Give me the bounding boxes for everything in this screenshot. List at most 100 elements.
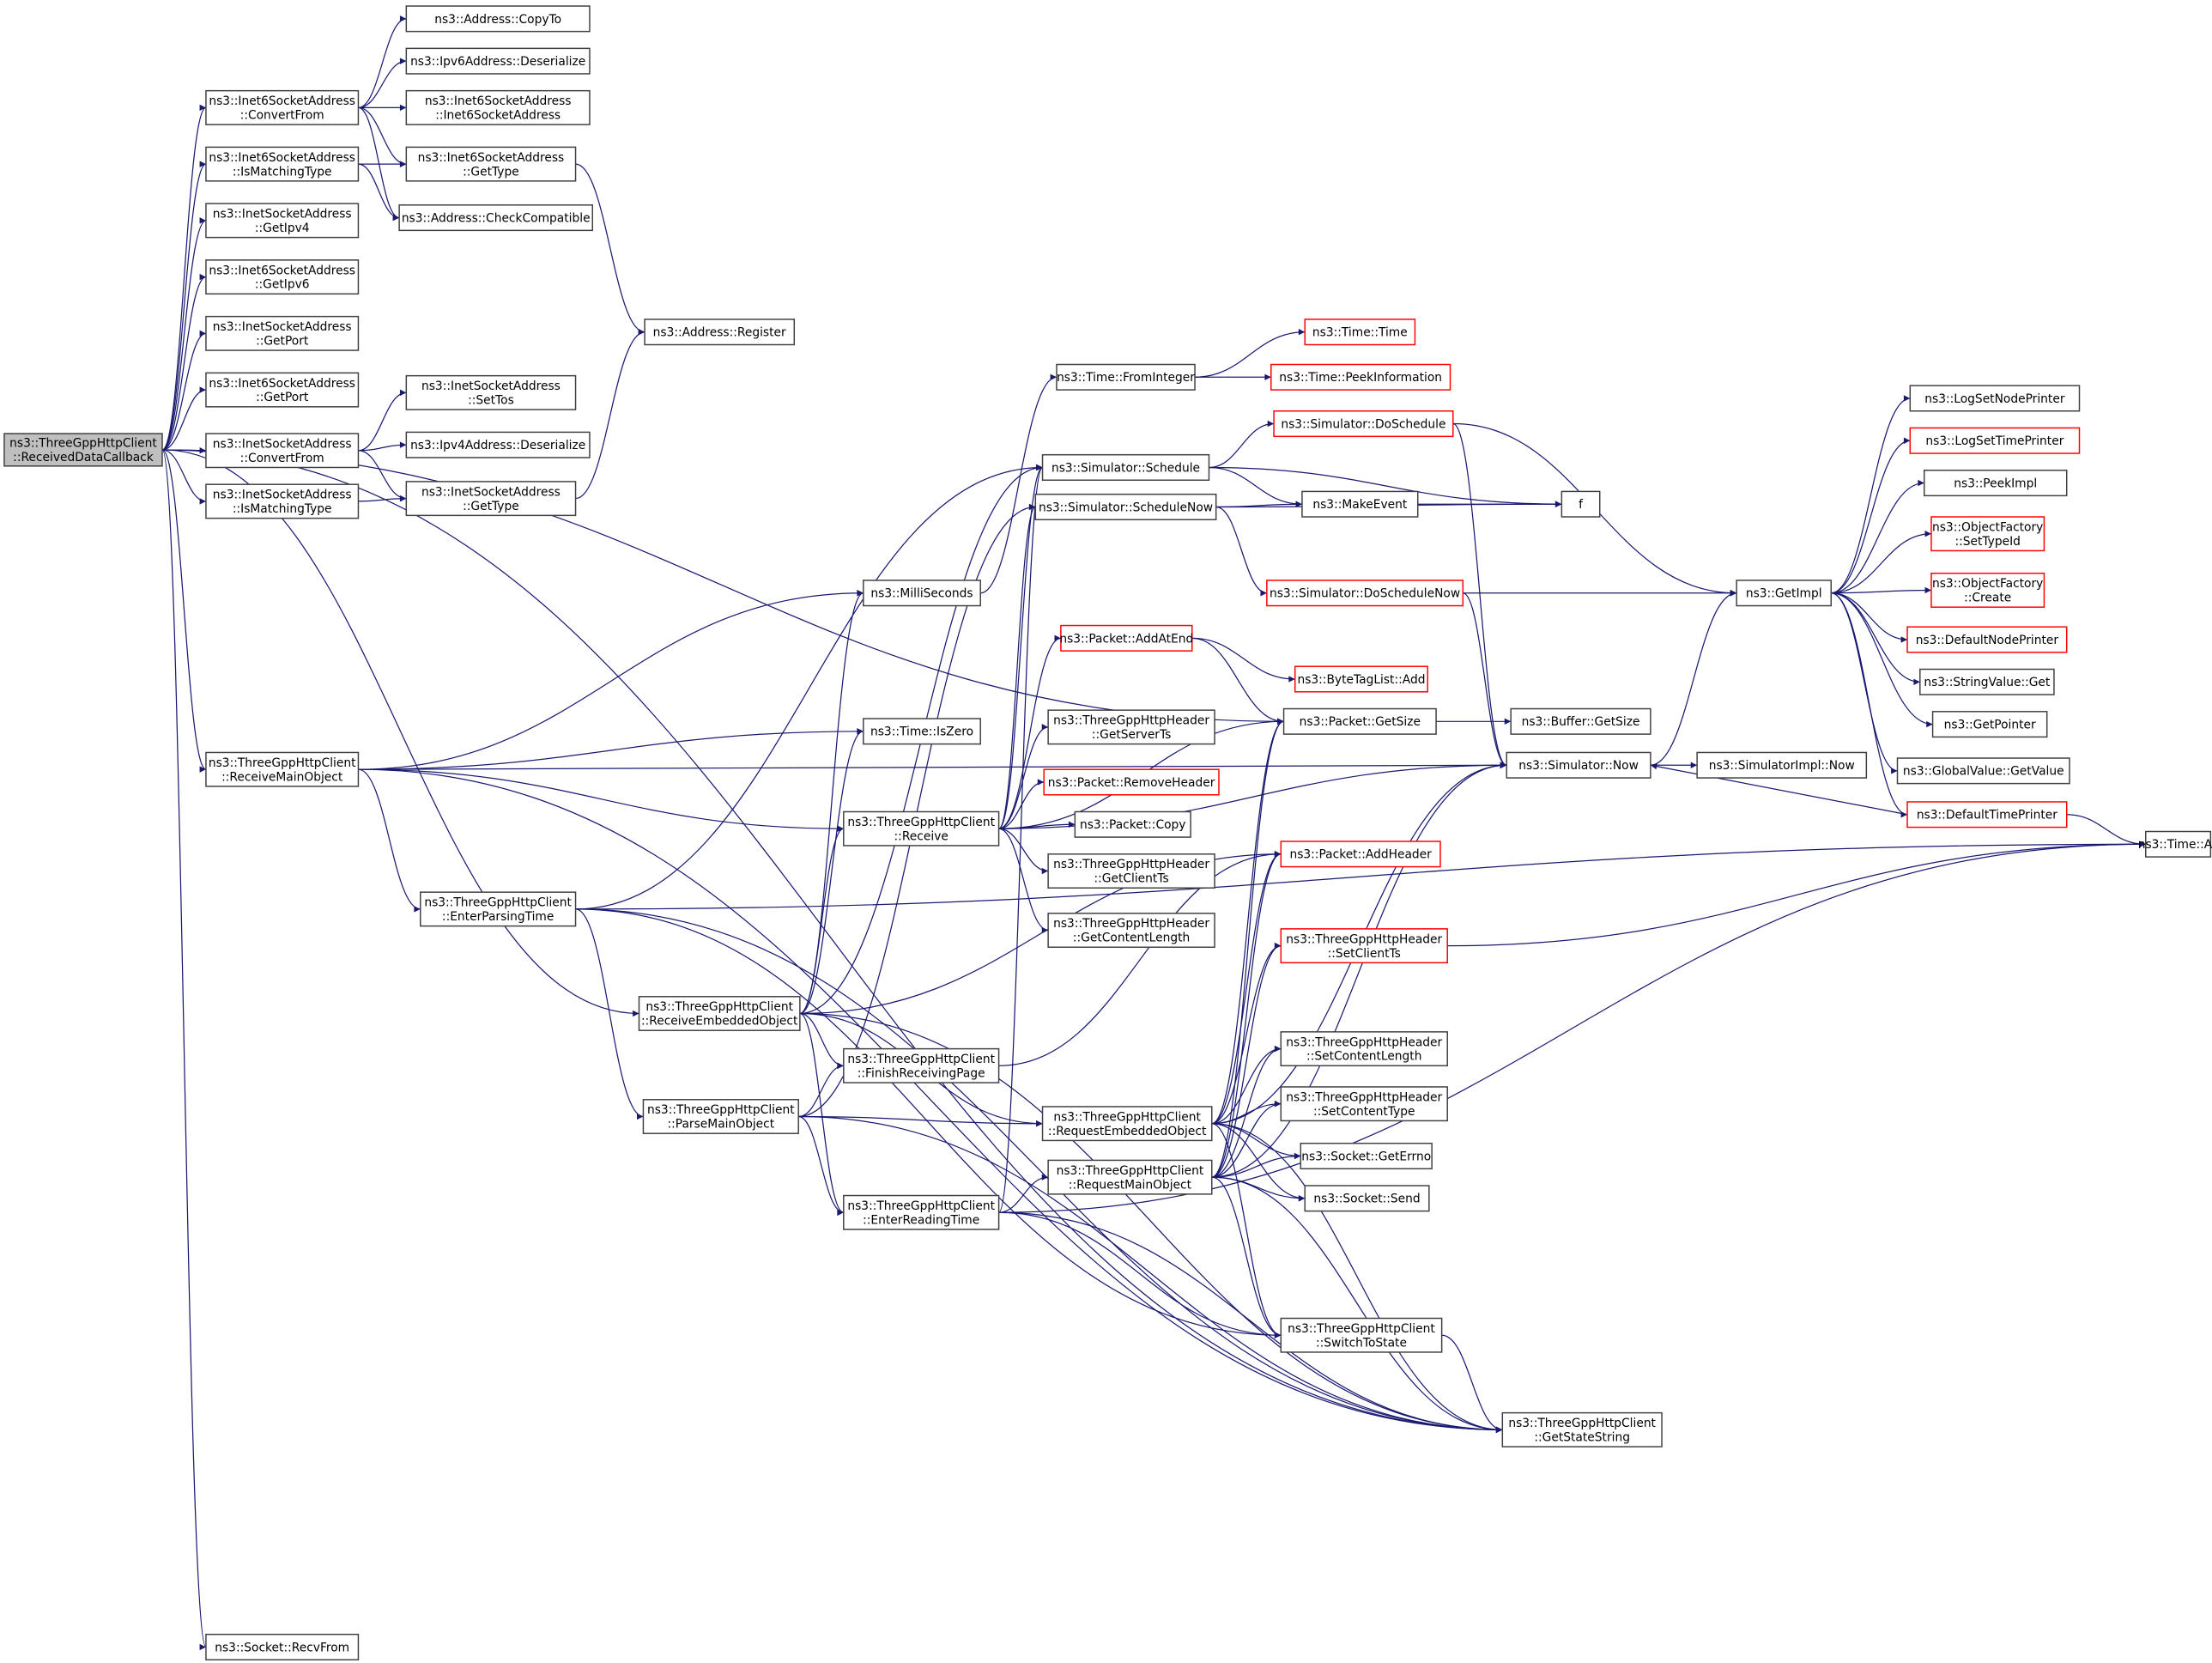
function-node[interactable]: ns3::Simulator::ScheduleNow [1034,493,1217,521]
function-node[interactable]: ns3::Inet6SocketAddress::Inet6SocketAddr… [405,89,591,125]
function-node[interactable]: ns3::Inet6SocketAddress::ConvertFrom [205,89,360,125]
function-node[interactable]: ns3::PeekImpl [1923,470,2068,497]
function-node[interactable]: ns3::InetSocketAddress::GetType [405,481,577,517]
function-node[interactable]: ns3::GetImpl [1736,580,1832,607]
function-node[interactable]: ns3::ThreeGppHttpClient::EnterParsingTim… [420,891,577,927]
function-node[interactable]: ns3::DefaultNodePrinter [1906,626,2068,653]
function-node[interactable]: f [1561,490,1601,518]
function-node[interactable]: ns3::Inet6SocketAddress::IsMatchingType [205,146,360,182]
function-node[interactable]: ns3::ThreeGppHttpHeader::GetClientTs [1047,853,1215,889]
call-edge [161,161,207,451]
function-node[interactable]: ns3::ThreeGppHttpClient::ReceiveEmbedded… [638,996,801,1031]
node-box [1304,1185,1430,1212]
function-node[interactable]: ns3::ObjectFactory::Create [1930,573,2045,608]
function-node[interactable]: ns3::Address::CheckCompatible [398,204,594,232]
function-node[interactable]: ns3::GetPointer [1931,711,2048,738]
node-label: ::ConvertFrom [240,452,324,465]
function-node[interactable]: ns3::InetSocketAddress::SetTos [405,374,577,410]
function-node[interactable]: ns3::MakeEvent [1301,490,1419,518]
call-edge [1211,1045,1282,1178]
function-node[interactable]: ns3::Socket::RecvFrom [205,1633,360,1660]
function-node[interactable]: ns3::Time::As [2138,830,2212,858]
call-edge [1211,1123,1306,1202]
function-node[interactable]: ns3::InetSocketAddress::ConvertFrom [205,433,360,469]
node-label: ns3::Inet6SocketAddress [209,377,355,391]
function-node[interactable]: ns3::InetSocketAddress::GetIpv4 [205,203,360,239]
node-label: ns3::Packet::AddAtEnd [1059,632,1193,646]
function-node[interactable]: ns3::Time::FromInteger [1056,363,1196,391]
function-node[interactable]: ns3::Socket::Send [1304,1185,1430,1212]
function-node[interactable]: ns3::ThreeGppHttpClient::ReceiveMainObje… [205,751,360,787]
function-node[interactable]: ns3::LogSetTimePrinter [1909,427,2081,454]
function-node[interactable]: ns3::ThreeGppHttpClient::SwitchToState [1280,1317,1443,1353]
node-box [1931,711,2048,738]
call-edge [799,728,864,1015]
function-node[interactable]: ns3::LogSetNodePrinter [1909,385,2081,412]
function-node[interactable]: ns3::Simulator::Schedule [1041,453,1210,482]
call-edge [575,464,1043,910]
function-node[interactable]: ns3::Buffer::GetSize [1510,707,1651,735]
function-node[interactable]: ns3::SimulatorImpl::Now [1696,751,1868,779]
node-box [1696,751,1868,779]
function-node[interactable]: ns3::ByteTagList::Add [1294,665,1428,693]
node-label: ::ReceiveEmbeddedObject [641,1015,798,1029]
node-box [1561,490,1601,518]
node-label: ns3::GlobalValue::GetValue [1903,765,2064,779]
node-label: ::SetClientTs [1328,947,1401,961]
call-edge [1191,637,1295,683]
function-node[interactable]: ns3::DefaultTimePrinter [1906,801,2068,828]
function-node[interactable]: ns3::Inet6SocketAddress::GetIpv6 [205,259,360,295]
function-node[interactable]: ns3::Ipv6Address::Deserialize [405,47,591,75]
function-node[interactable]: ns3::Packet::AddHeader [1280,841,1441,868]
function-node[interactable]: ns3::ObjectFactory::SetTypeId [1930,516,2045,552]
function-node[interactable]: ns3::ThreeGppHttpHeader::SetContentLengt… [1280,1031,1448,1067]
function-node[interactable]: ns3::Simulator::DoScheduleNow [1266,580,1464,607]
function-node[interactable]: ns3::ThreeGppHttpHeader::SetClientTs [1280,928,1448,964]
root-function-node[interactable]: ns3::ThreeGppHttpClient::ReceivedDataCal… [3,433,163,467]
node-box [2145,830,2212,858]
function-node[interactable]: ns3::Ipv4Address::Deserialize [405,431,591,458]
function-node[interactable]: ns3::ThreeGppHttpClient::RequestMainObje… [1047,1159,1213,1195]
function-node[interactable]: ns3::ThreeGppHttpHeader::GetContentLengt… [1047,913,1215,949]
function-node[interactable]: ns3::ThreeGppHttpClient::FinishReceiving… [843,1047,1000,1083]
function-node[interactable]: ns3::Simulator::DoSchedule [1273,410,1454,438]
call-edge [161,386,207,451]
function-node[interactable]: ns3::ThreeGppHttpClient::EnterReadingTim… [843,1194,1000,1230]
function-node[interactable]: ns3::MilliSeconds [863,580,981,607]
function-node[interactable]: ns3::Packet::Copy [1074,810,1191,838]
function-node[interactable]: ns3::Socket::GetErrno [1300,1142,1433,1170]
node-label: ns3::ThreeGppHttpClient [847,1199,995,1213]
node-label: ns3::Simulator::DoSchedule [1281,417,1445,431]
function-node[interactable]: ns3::Time::IsZero [863,718,981,745]
function-node[interactable]: ns3::Inet6SocketAddress::GetType [405,146,577,182]
node-label: ns3::Ipv6Address::Deserialize [410,55,585,69]
function-node[interactable]: ns3::Address::CopyTo [405,5,591,33]
function-node[interactable]: ns3::ThreeGppHttpClient::ParseMainObject [642,1099,799,1134]
function-node[interactable]: ns3::Time::PeekInformation [1270,363,1451,391]
function-node[interactable]: ns3::Time::Time [1304,319,1416,346]
function-node[interactable]: ns3::Packet::RemoveHeader [1043,768,1220,796]
function-node[interactable]: ns3::ThreeGppHttpClient::GetStateString [1501,1411,1663,1448]
function-node[interactable]: ns3::Packet::GetSize [1282,707,1437,735]
node-label: ns3::Time::As [2138,838,2212,852]
call-edge [1209,466,1302,507]
function-node[interactable]: ns3::Packet::AddAtEnd [1059,624,1193,652]
node-box [1294,665,1428,693]
function-node[interactable]: ns3::ThreeGppHttpHeader::SetContentType [1280,1086,1448,1122]
function-node[interactable]: ns3::ThreeGppHttpClient::RequestEmbedded… [1041,1106,1213,1142]
function-node[interactable]: ns3::StringValue::Get [1919,668,2055,695]
function-node[interactable]: ns3::ThreeGppHttpClient::Receive [843,810,1000,847]
call-edge [998,464,1044,1213]
function-node[interactable]: ns3::InetSocketAddress::IsMatchingType [205,483,360,519]
function-node[interactable]: ns3::Address::Register [644,319,796,346]
function-node[interactable]: ns3::ThreeGppHttpHeader::GetServerTs [1047,709,1215,745]
node-box [205,315,360,351]
node-box [405,47,591,75]
function-node[interactable]: ns3::Simulator::Now [1506,751,1651,779]
function-node[interactable]: ns3::GlobalValue::GetValue [1896,757,2070,785]
node-box [1282,707,1437,735]
function-node[interactable]: ns3::Inet6SocketAddress::GetPort [205,372,360,408]
function-node[interactable]: ns3::InetSocketAddress::GetPort [205,315,360,351]
call-edge [1211,762,1507,1178]
node-label: ns3::Packet::Copy [1080,818,1185,832]
